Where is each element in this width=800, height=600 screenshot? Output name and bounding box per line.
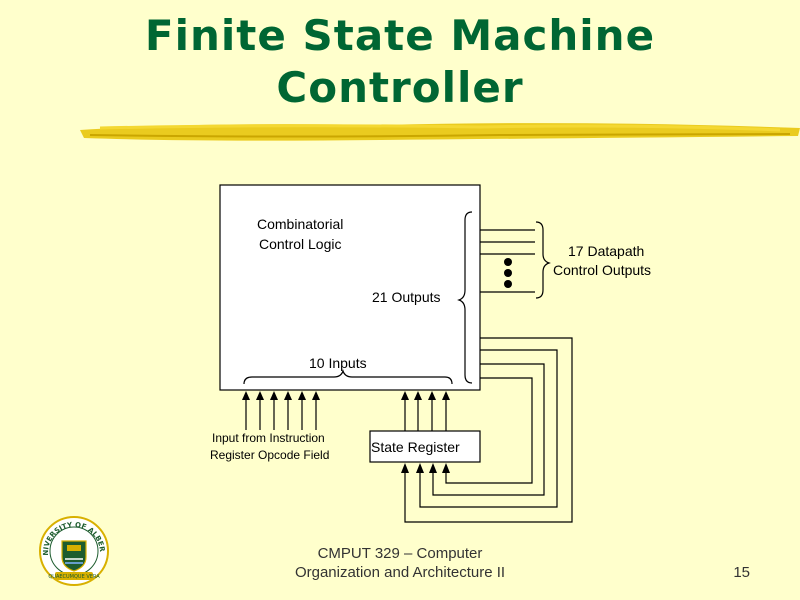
title-underline-brush <box>80 123 800 141</box>
state-register-label: State Register <box>371 439 460 455</box>
state-to-logic-lines <box>404 398 447 431</box>
outputs-label: 21 Outputs <box>372 289 441 305</box>
title-line-1: Finite State Machine <box>144 11 656 60</box>
inputs-label: 10 Inputs <box>309 355 367 371</box>
combinatorial-logic-block <box>219 184 481 391</box>
ellipsis-dots <box>504 258 512 288</box>
opcode-input-lines <box>245 398 317 430</box>
block-label-line-1: Combinatorial <box>257 216 343 232</box>
inputs-brace <box>243 369 453 385</box>
datapath-label-line-1: 17 Datapath <box>568 243 644 259</box>
outputs-brace <box>457 211 473 384</box>
datapath-label-line-2: Control Outputs <box>553 262 651 278</box>
footer-course-line-2: Organization and Architecture II <box>294 564 506 581</box>
datapath-brace <box>535 221 551 299</box>
feedback-arrowheads <box>401 463 450 473</box>
title-line-2: Controller <box>276 63 524 112</box>
opcode-label-line-2: Register Opcode Field <box>210 448 329 462</box>
svg-text:QUAECUMQUE VERA: QUAECUMQUE VERA <box>48 574 100 580</box>
block-label-line-2: Control Logic <box>259 236 342 252</box>
state-register-box <box>369 430 481 463</box>
university-of-alberta-logo: UNIVERSITY OF ALBERTA QUAECUMQUE VERA <box>38 515 109 586</box>
page-number: 15 <box>733 564 750 581</box>
state-to-logic-arrowheads <box>401 391 450 400</box>
opcode-label-line-1: Input from Instruction <box>212 431 325 445</box>
state-feedback-lines <box>404 337 573 523</box>
slide-title: Finite State Machine Controller <box>0 10 800 114</box>
opcode-input-arrowheads <box>242 391 320 400</box>
datapath-output-lines <box>480 229 535 293</box>
footer-course-line-1: CMPUT 329 – Computer <box>317 545 483 562</box>
